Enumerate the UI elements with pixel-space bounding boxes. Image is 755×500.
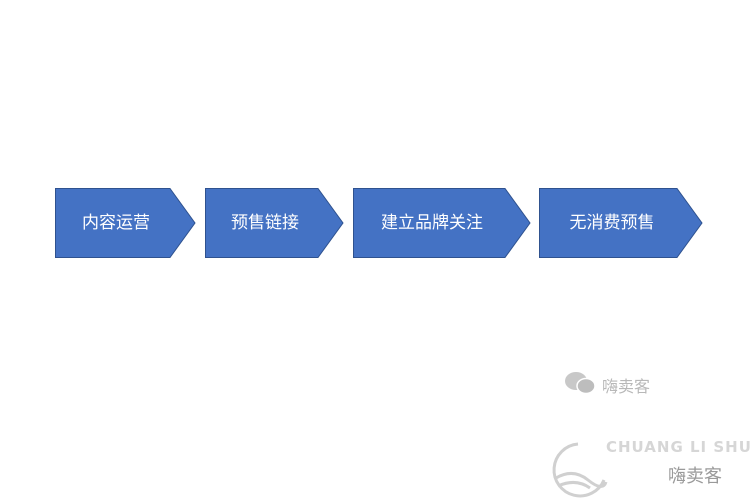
step-label: 无消费预售 [569, 213, 655, 233]
logo-overlay-text: 嗨卖客 [668, 466, 722, 487]
arrow-shape [539, 188, 703, 258]
arrow-shape [353, 188, 531, 258]
step-content-operation: 内容运营 [55, 188, 196, 258]
step-presale-link: 预售链接 [205, 188, 344, 258]
step-brand-following: 建立品牌关注 [353, 188, 531, 258]
wechat-account-name: 嗨卖客 [602, 377, 651, 396]
wechat-icon [565, 372, 596, 395]
logo-wave-icon [552, 442, 608, 498]
step-label: 内容运营 [82, 213, 150, 233]
step-no-cost-presale: 无消费预售 [539, 188, 703, 258]
step-label: 预售链接 [231, 213, 299, 233]
step-label: 建立品牌关注 [381, 213, 483, 233]
logo-watermark: CHUANG LI SHU 嗨卖客 [548, 432, 755, 500]
arrow-shape [55, 188, 196, 258]
logo-latin-text: CHUANG LI SHU [606, 438, 752, 456]
arrow-shape [205, 188, 344, 258]
